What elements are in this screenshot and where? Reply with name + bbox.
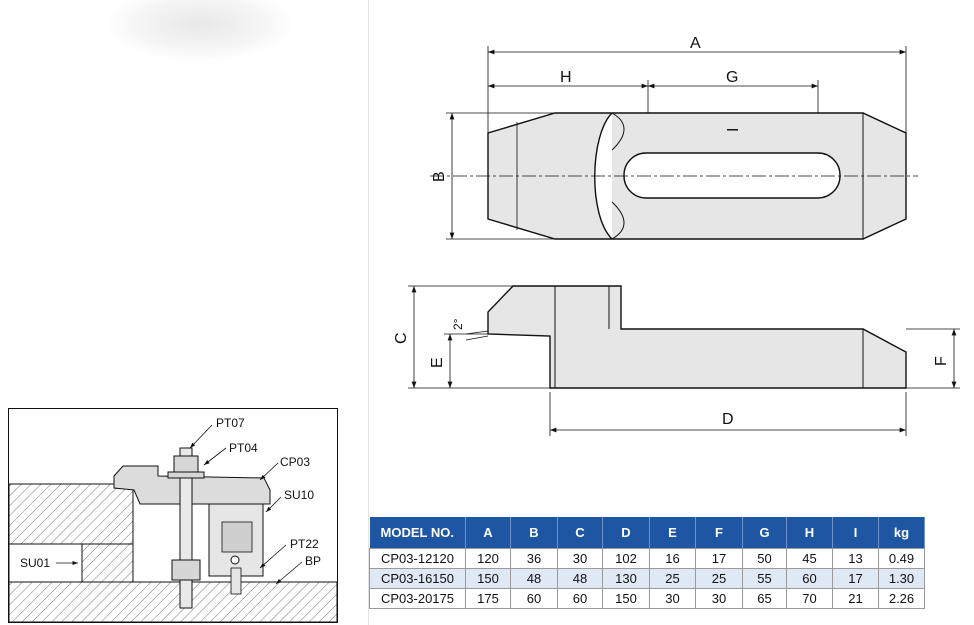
table-cell: 120 (465, 548, 511, 569)
table-cell: 30 (695, 588, 743, 609)
table-header-row: MODEL NO. A B C D E F G H I kg (369, 517, 925, 549)
table-cell: 150 (602, 588, 650, 609)
page-divider (368, 0, 369, 625)
table-cell: 48 (557, 568, 603, 589)
col-header-f: F (695, 517, 743, 549)
decorative-sheen (110, 0, 290, 60)
angle-label: 2° (451, 318, 465, 330)
col-header-b: B (510, 517, 558, 549)
table-cell: 21 (832, 588, 879, 609)
table-cell: CP03-12120 (369, 548, 466, 569)
table-cell: 2.26 (878, 588, 925, 609)
clamp-side-outline (487, 285, 907, 389)
col-header-c: C (557, 517, 603, 549)
table-cell: CP03-16150 (369, 568, 466, 589)
table-row: CP03-16150 150 48 48 130 25 25 55 60 17 … (369, 568, 925, 589)
part-label-pt07: PT07 (216, 416, 245, 430)
part-label-bp: BP (305, 554, 321, 568)
col-header-a: A (465, 517, 511, 549)
table-cell: 55 (742, 568, 787, 589)
dim-f-label: F (933, 356, 950, 366)
part-label-cp03: CP03 (280, 455, 310, 469)
table-cell: 25 (695, 568, 743, 589)
table-cell: 48 (510, 568, 558, 589)
table-cell: 17 (695, 548, 743, 569)
table-cell: 30 (557, 548, 603, 569)
table-cell: 60 (557, 588, 603, 609)
table-cell: 50 (742, 548, 787, 569)
clamp-slot (623, 152, 841, 199)
table-cell: 17 (832, 568, 879, 589)
table-cell: 45 (786, 548, 833, 569)
table-cell: 30 (649, 588, 696, 609)
part-label-su01: SU01 (20, 556, 50, 570)
dim-h-label: H (560, 69, 572, 86)
col-header-i: I (832, 517, 879, 549)
col-header-h: H (786, 517, 833, 549)
dim-d-label: D (722, 411, 734, 428)
part-label-pt22: PT22 (290, 537, 319, 551)
col-header-g: G (742, 517, 787, 549)
table-cell: 150 (465, 568, 511, 589)
dim-a-label: A (690, 35, 701, 52)
part-label-pt04: PT04 (229, 441, 258, 455)
table-cell: 36 (510, 548, 558, 569)
table-cell: 70 (786, 588, 833, 609)
table-row: CP03-20175 175 60 60 150 30 30 65 70 21 … (369, 588, 925, 609)
col-header-model: MODEL NO. (369, 517, 466, 549)
table-row: CP03-12120 120 36 30 102 16 17 50 45 13 … (369, 548, 925, 569)
table-cell: 0.49 (878, 548, 925, 569)
dim-e-label: E (429, 357, 446, 368)
table-cell: 25 (649, 568, 696, 589)
table-cell: 102 (602, 548, 650, 569)
table-cell: 16 (649, 548, 696, 569)
col-header-e: E (649, 517, 696, 549)
dim-g-label: G (726, 69, 738, 86)
col-header-kg: kg (878, 517, 925, 549)
table-cell: CP03-20175 (369, 588, 466, 609)
table-cell: 60 (510, 588, 558, 609)
col-header-d: D (602, 517, 650, 549)
spec-table: MODEL NO. A B C D E F G H I kg CP03-1212… (369, 517, 925, 609)
part-label-su10: SU10 (284, 488, 314, 502)
table-cell: 60 (786, 568, 833, 589)
table-cell: 65 (742, 588, 787, 609)
assembly-drawing: PT07 PT04 CP03 SU10 PT22 BP SU01 (8, 408, 338, 623)
table-cell: 13 (832, 548, 879, 569)
dim-b-label: B (431, 171, 448, 182)
table-cell: 1.30 (878, 568, 925, 589)
table-cell: 175 (465, 588, 511, 609)
dim-c-label: C (393, 332, 410, 344)
table-cell: 130 (602, 568, 650, 589)
dim-i-label: I (725, 128, 742, 132)
